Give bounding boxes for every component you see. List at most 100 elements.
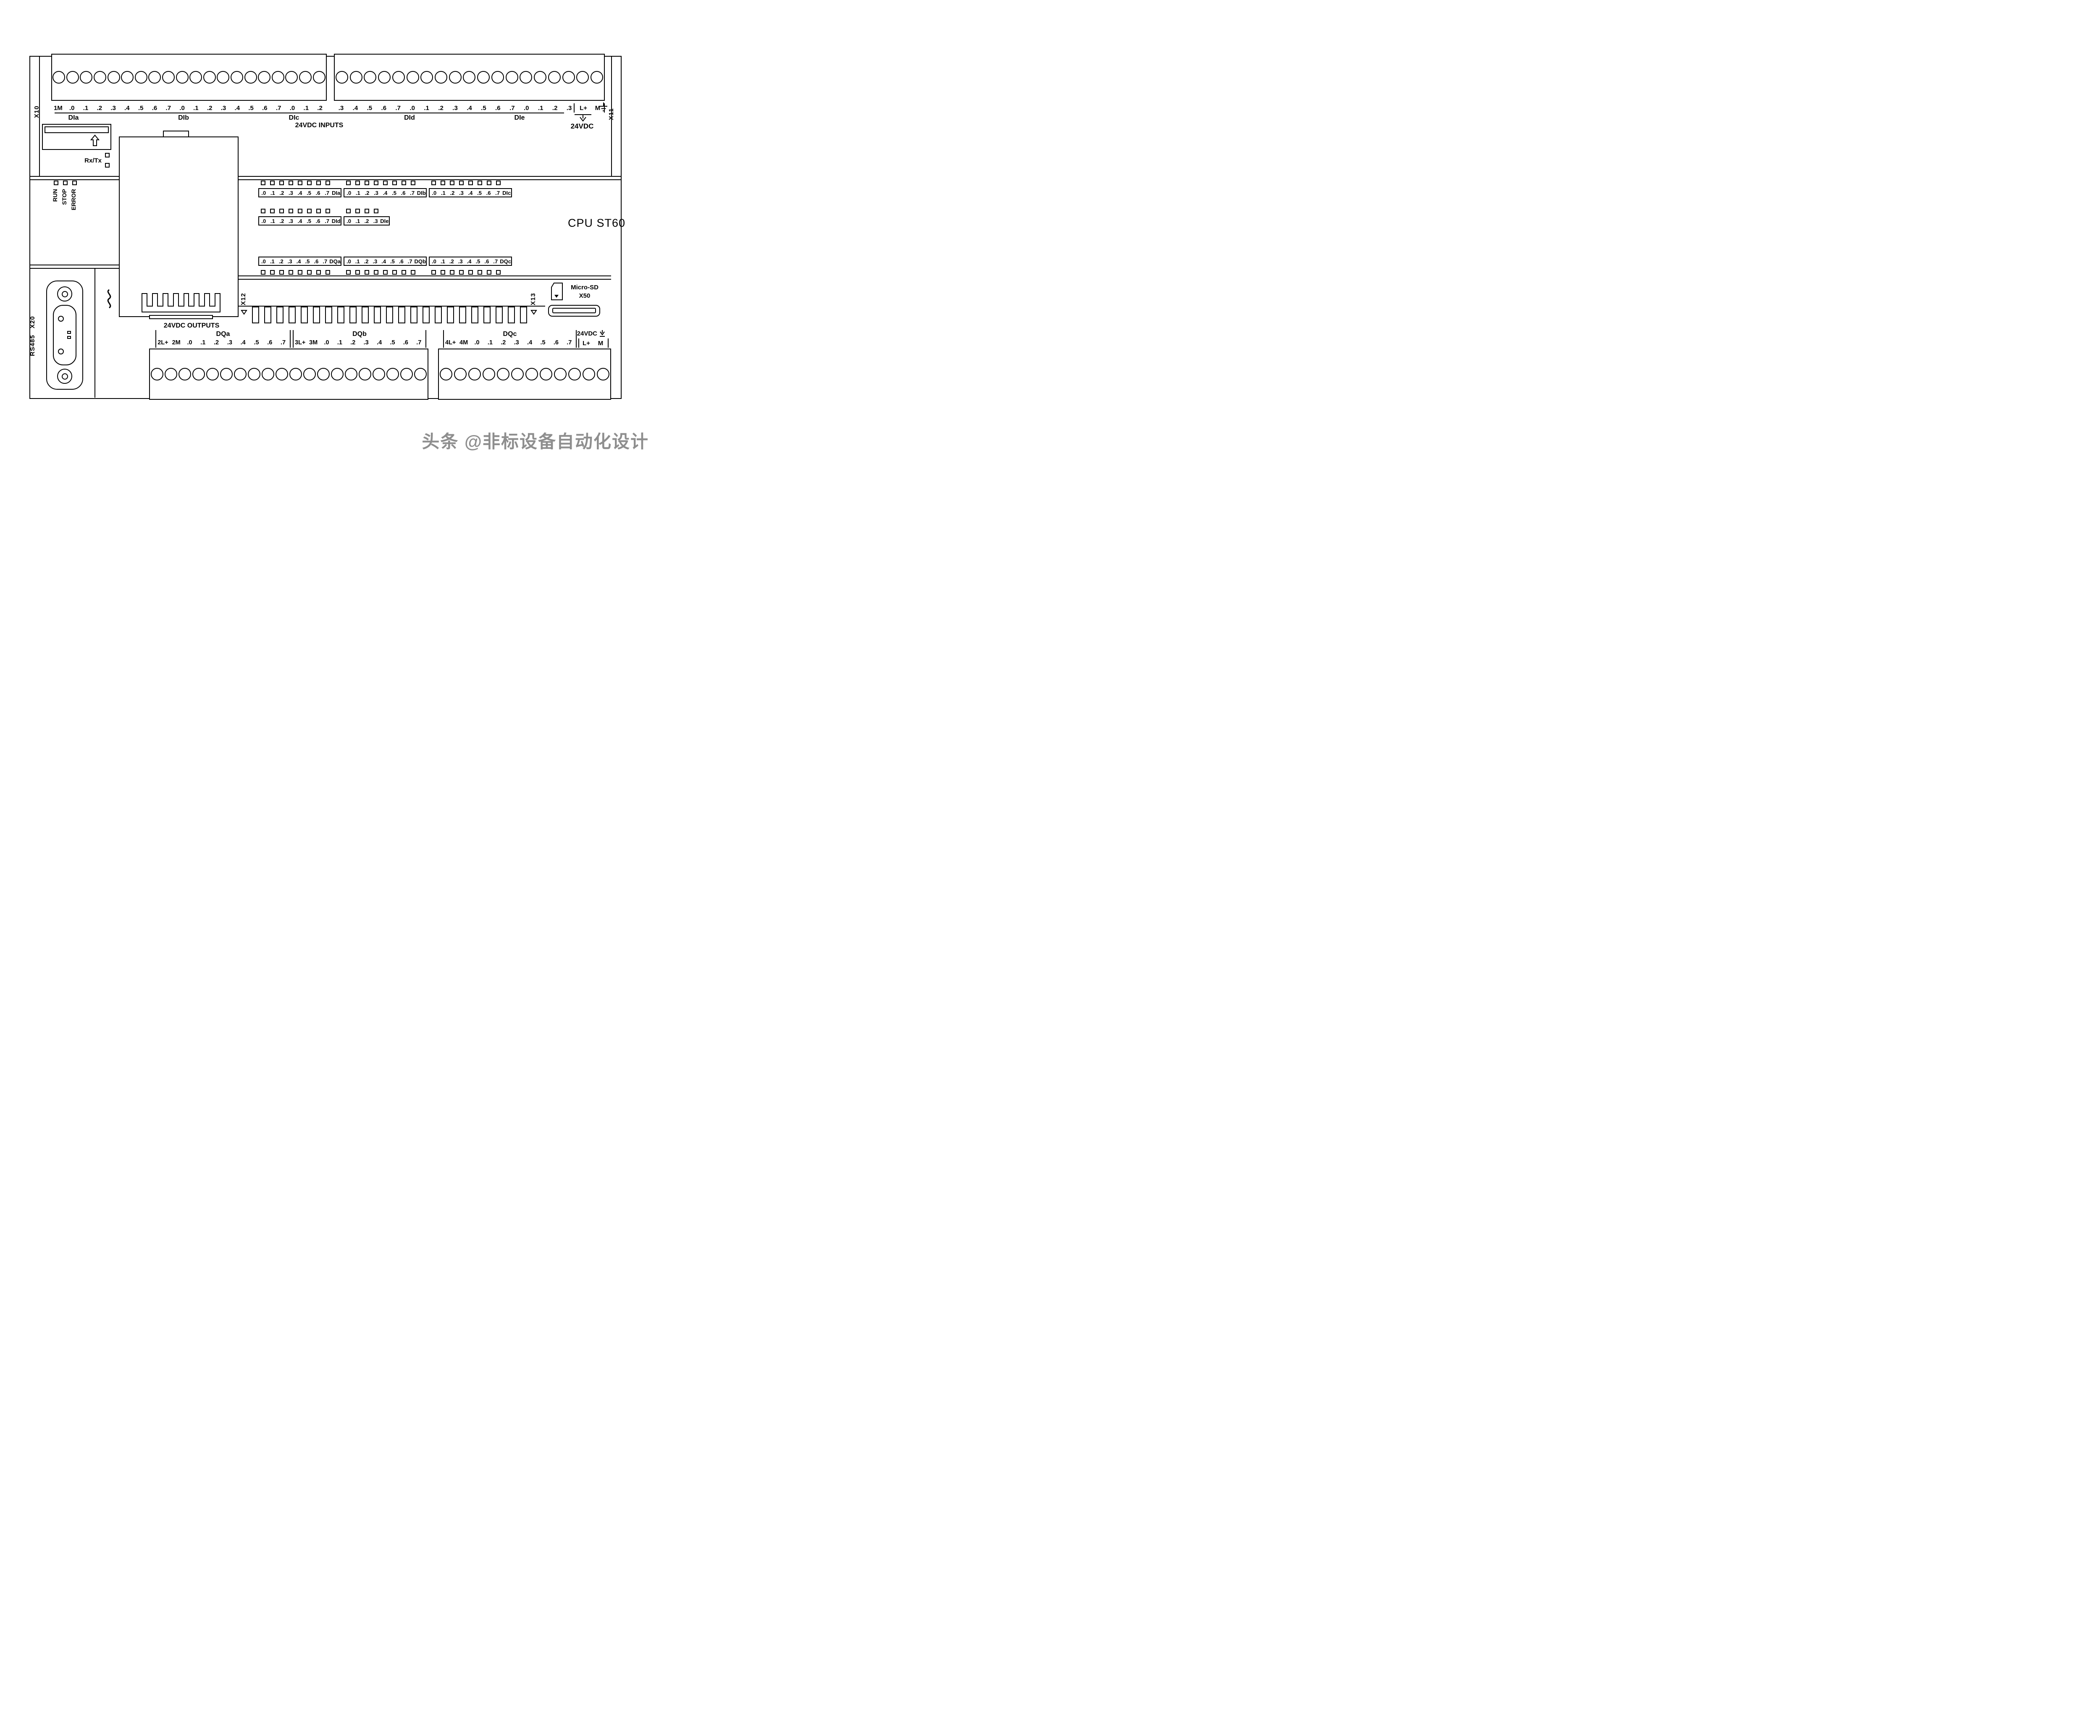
terminal-screw (289, 368, 302, 380)
terminal-cell (312, 55, 326, 100)
led-cell (323, 208, 332, 214)
output-group-name: DQa (216, 330, 230, 338)
terminal-screw (359, 368, 372, 380)
terminal-cell (439, 349, 453, 399)
led-bit-label: .6 (484, 258, 489, 265)
channel-led (346, 181, 351, 185)
led-bit-label: .3 (374, 189, 378, 196)
channel-led (279, 270, 284, 275)
comb-tooth (289, 307, 296, 323)
output-terminal-label: .1 (200, 339, 206, 346)
terminal-label: .3 (338, 104, 344, 112)
led-bit-label: .4 (468, 189, 473, 196)
outline-line (239, 306, 545, 307)
led-cell (484, 180, 494, 186)
led-square-row (344, 269, 427, 275)
led-cell (381, 269, 390, 275)
terminal-label: L+ (580, 104, 588, 112)
output-terminal-label: 2M (172, 339, 181, 346)
led-group-name: DQc (500, 258, 511, 265)
output-terminal-label: .4 (377, 339, 382, 346)
led-bit-label: .1 (355, 218, 360, 224)
led-bit-label: .3 (373, 258, 378, 265)
led-bit-label: .2 (364, 218, 369, 224)
dsub-pin (67, 331, 71, 334)
terminal-cell (52, 55, 66, 100)
led-cell (314, 180, 323, 186)
terminal-screw (468, 368, 481, 380)
led-bit-label: .0 (432, 189, 437, 196)
terminal-label: .0 (289, 104, 295, 112)
terminal-cell (219, 349, 233, 399)
di-group-label: DIe (514, 114, 525, 121)
output-terminal-label: 4L+ (445, 339, 456, 346)
led-cell (390, 180, 399, 186)
output-terminal-label: .3 (227, 339, 232, 346)
channel-led (440, 270, 445, 275)
terminal-cell (453, 349, 467, 399)
terminal-cell (285, 55, 299, 100)
output-terminal-label: 3L+ (295, 339, 306, 346)
terminal-screw (164, 368, 177, 380)
led-group-name: DId (331, 218, 341, 224)
output-terminal-label: .7 (281, 339, 286, 346)
terminal-label: .2 (552, 104, 558, 112)
led-cell (314, 208, 323, 214)
led-cell (314, 269, 323, 275)
channel-led (325, 270, 330, 275)
terminal-screw (414, 368, 427, 380)
microsd-port-label: X50 (579, 292, 591, 299)
input-terminal-labels-1: 1M.0.1.2.3.4.5.6.7.0.1.2.3.4.5.6.7.0.1.2 (51, 103, 327, 113)
rs485-screw-top (57, 286, 72, 302)
terminal-screw (597, 368, 609, 380)
status-led-label: RUN (52, 189, 58, 202)
led-cell (258, 269, 268, 275)
output-terminal-label: .2 (501, 339, 506, 346)
terminal-screw (150, 368, 163, 380)
channel-led (440, 181, 445, 185)
terminal-screw (234, 368, 247, 380)
rx-led (105, 153, 110, 157)
channel-led (364, 209, 369, 213)
comb-tooth (252, 307, 259, 323)
channel-led (431, 181, 436, 185)
output-connector-comb (142, 293, 220, 312)
terminal-screw (299, 71, 312, 84)
terminal-screw (52, 71, 66, 84)
output-terminal-label: .3 (363, 339, 369, 346)
terminal-cell (547, 55, 562, 100)
channel-led (307, 181, 312, 185)
input-supply-label: 24VDC (570, 122, 594, 130)
terminal-cell (331, 349, 344, 399)
terminal-screw (247, 368, 260, 380)
led-bit-label: .5 (390, 258, 395, 265)
channel-led (279, 181, 284, 185)
connector-slot (178, 293, 184, 307)
screw-hole (61, 373, 68, 380)
terminal-screw (192, 368, 205, 380)
terminal-cell (533, 55, 547, 100)
output-terminal-label: .0 (324, 339, 329, 346)
channel-led (270, 181, 275, 185)
terminal-cell (189, 55, 203, 100)
terminal-label: M (595, 104, 601, 112)
led-cell (484, 269, 494, 275)
terminal-cell (134, 55, 148, 100)
led-bit-label: .2 (279, 218, 284, 224)
led-bit-label: .0 (346, 258, 351, 265)
terminal-label: .3 (220, 104, 226, 112)
output-terminal-label: .4 (240, 339, 246, 346)
outline-line (29, 179, 622, 180)
led-bit-label: .7 (410, 189, 415, 196)
led-bit-label: .0 (432, 258, 436, 265)
comb-tooth (264, 307, 271, 323)
terminal-label: .6 (495, 104, 501, 112)
terminal-cell (476, 55, 491, 100)
terminal-screw (217, 71, 230, 84)
terminal-label: .1 (193, 104, 199, 112)
led-bit-label: .5 (307, 189, 311, 196)
led-bit-label: .4 (383, 189, 388, 196)
